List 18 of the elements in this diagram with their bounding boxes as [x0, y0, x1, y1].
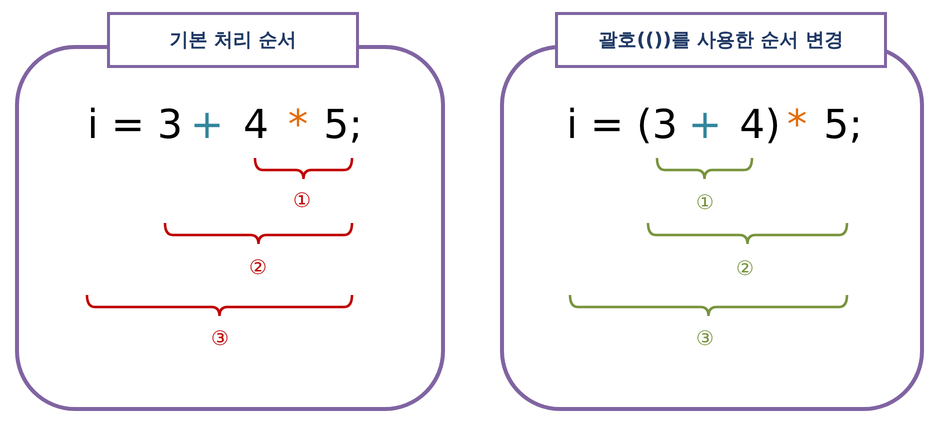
step-number: ①: [293, 190, 311, 210]
expression-token: 4: [243, 105, 269, 145]
expression-token: +: [190, 105, 224, 145]
expression-token: 4): [739, 105, 781, 145]
expression-token: *: [288, 105, 308, 145]
step-number: ②: [736, 258, 754, 278]
expression-token: i = (3: [566, 105, 678, 145]
expression-token: 5;: [824, 105, 862, 145]
step-number: ②: [249, 257, 267, 277]
title-tab: 기본 처리 순서: [107, 12, 359, 68]
expression-token: +: [688, 105, 722, 145]
expression-token: *: [787, 105, 807, 145]
expression-token: i = 3: [87, 105, 183, 145]
expression-token: 5;: [324, 105, 362, 145]
title-tab: 괄호(())를 사용한 순서 변경: [555, 12, 887, 68]
step-number: ①: [696, 192, 714, 212]
step-number: ③: [696, 328, 714, 348]
step-number: ③: [211, 328, 229, 348]
